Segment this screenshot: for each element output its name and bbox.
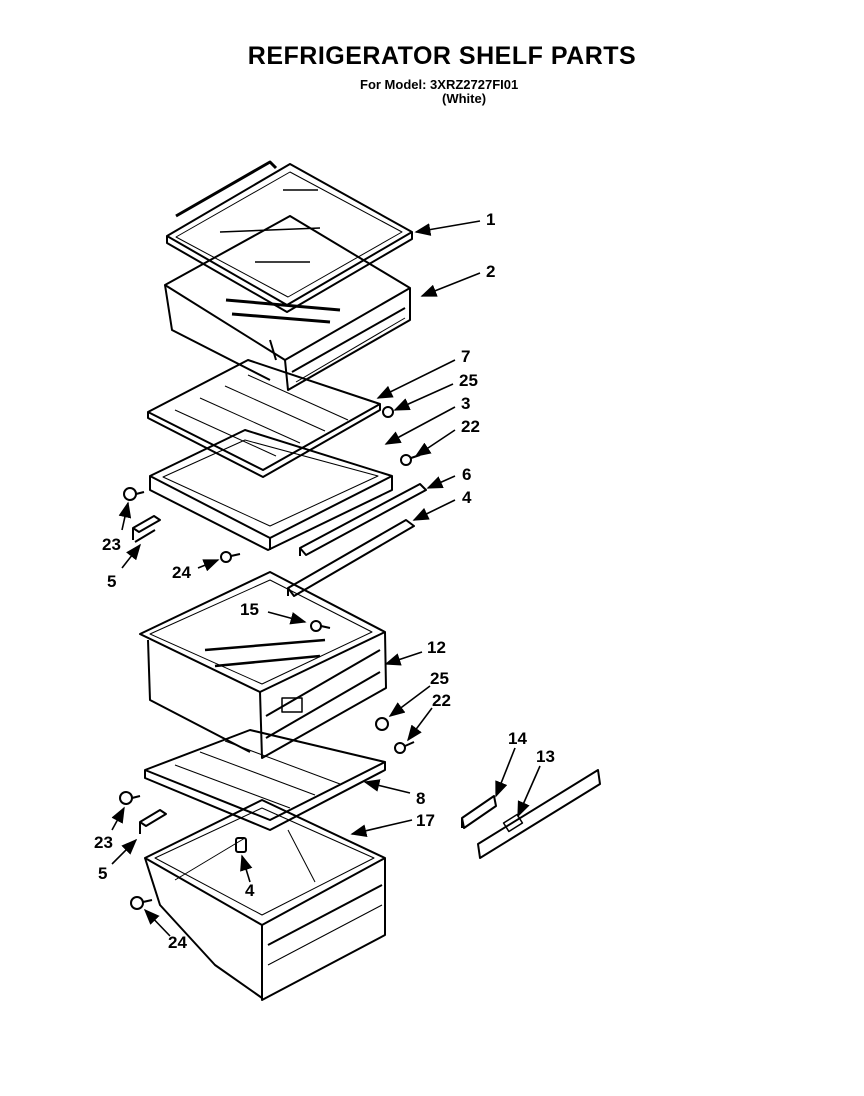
callout-1: 1 [486,210,495,229]
callout-13: 13 [536,747,555,766]
screw-fastener-22a [400,454,421,466]
shelf-rail [132,515,161,543]
callout-14: 14 [508,729,527,748]
screw-fastener-15 [310,620,331,632]
callout-6: 6 [462,465,471,484]
crisper-cover-frame [164,215,411,391]
screw-fastener-24a [220,551,241,563]
callout-3: 3 [461,394,470,413]
screw-fastener-24b [130,896,153,910]
color-variant: (White) [442,91,487,106]
meat-pan-drawer [139,571,387,759]
leader-lines [111,220,541,937]
model-number: For Model: 3XRZ2727FI01 [360,77,519,92]
callout-25: 25 [459,371,478,390]
shelf-rail-lower [139,809,167,834]
callout-7: 7 [461,347,470,366]
shelf-support-clip [235,837,247,853]
callout-4-lower: 4 [245,881,255,900]
callout-5-lower: 5 [98,864,107,883]
callout-25-lower: 25 [430,669,449,688]
screw-fastener-22b [394,741,415,754]
callout-22-lower: 22 [432,691,451,710]
callout-24: 24 [172,563,191,582]
crisper-cover-glass [166,160,413,313]
screw-fastener-25a [382,406,394,418]
shelf-frame [149,429,393,551]
crisper-drawer [144,799,386,1001]
crisper-shelf [144,729,386,831]
callout-5: 5 [107,572,116,591]
drawer-bracket [461,795,497,829]
shelf-trim-strip [299,483,427,556]
screw-fastener-23a [123,487,145,501]
screw-fastener-25b [375,717,389,731]
callout-22: 22 [461,417,480,436]
callout-23-lower: 23 [94,833,113,852]
callout-17: 17 [416,811,435,830]
callout-23: 23 [102,535,121,554]
callout-24-lower: 24 [168,933,187,952]
page-title: REFRIGERATOR SHELF PARTS [247,42,637,70]
callout-15: 15 [240,600,259,619]
glass-shelf [147,359,381,478]
callout-8: 8 [416,789,425,808]
drawer-slide-rail [477,769,601,859]
callout-4: 4 [462,488,472,507]
callout-labels: 1 2 7 25 3 22 6 4 23 5 24 15 12 25 22 14… [94,210,555,952]
callout-12: 12 [427,638,446,657]
callout-2: 2 [486,262,495,281]
screw-fastener-23b [119,791,141,805]
